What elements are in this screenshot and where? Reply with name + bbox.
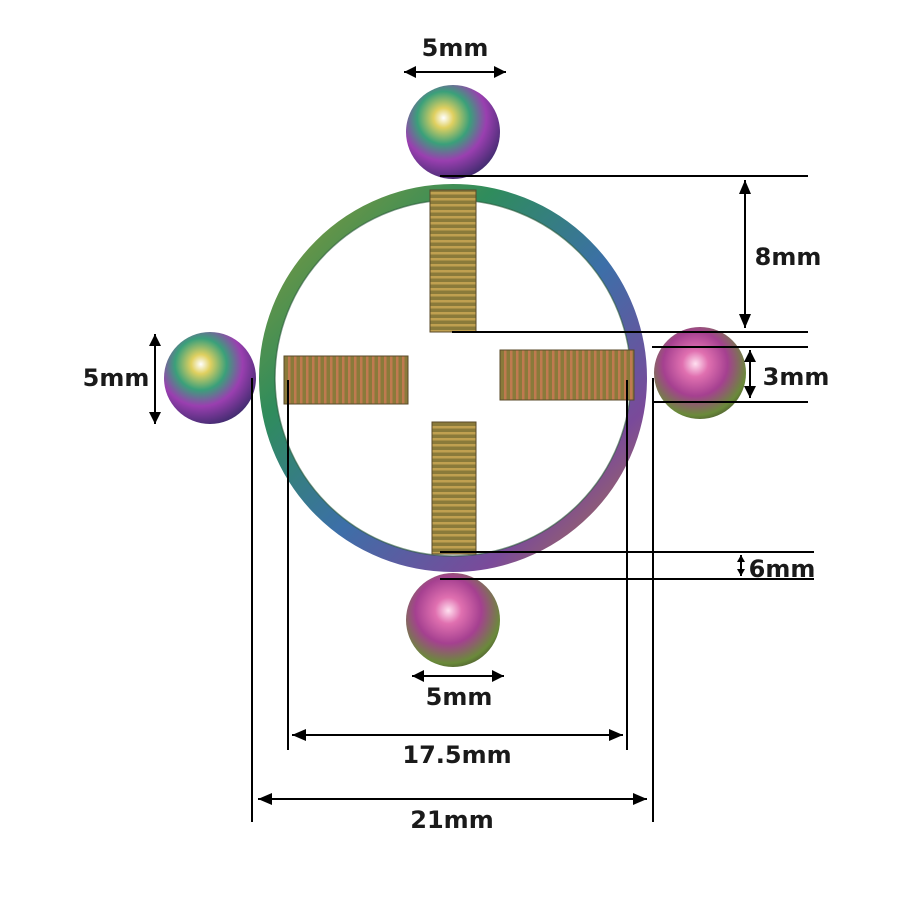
label-thread-length: 8mm	[755, 243, 822, 271]
screw-bottom	[431, 421, 477, 555]
screw-right	[499, 349, 635, 401]
label-ring-gauge: 6mm	[749, 555, 816, 583]
ball-left	[164, 332, 256, 424]
label-bottom-ball: 5mm	[426, 683, 493, 711]
dimension-lines	[149, 66, 814, 822]
ball-bottom	[406, 573, 500, 667]
ball-top	[406, 85, 500, 179]
label-top-ball: 5mm	[422, 34, 489, 62]
label-left-ball: 5mm	[83, 364, 150, 392]
label-ball-opening: 3mm	[763, 363, 830, 391]
ball-right	[654, 327, 746, 419]
label-outer-diameter: 21mm	[410, 806, 493, 834]
label-inner-diameter: 17.5mm	[402, 741, 511, 769]
screw-left	[283, 355, 409, 405]
screw-top	[429, 189, 477, 333]
